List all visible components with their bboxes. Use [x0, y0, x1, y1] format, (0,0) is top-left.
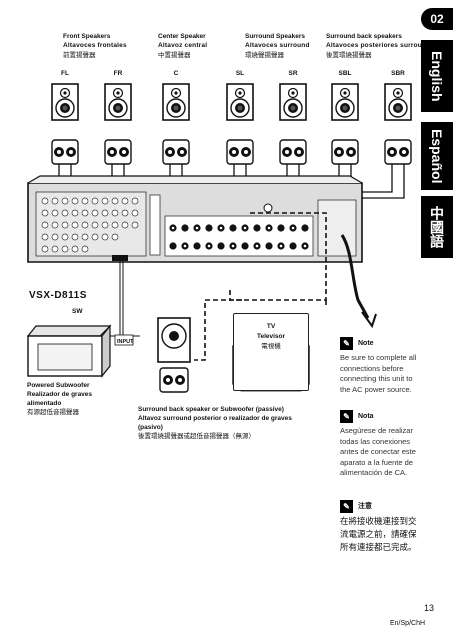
channel-label-c: C — [173, 70, 179, 77]
powered-subwoofer-caption: Powered Subwoofer Realizador de graves a… — [27, 381, 127, 417]
powered-subwoofer-icon — [26, 324, 112, 378]
language-tab-chinese: 中國語 — [421, 196, 453, 258]
tv-label-box: TV Televisor 電視機 — [233, 313, 309, 391]
pencil-icon: ✎ — [340, 337, 353, 350]
surround-back-or-subwoofer-caption: Surround back speaker or Subwoofer (pass… — [138, 405, 308, 441]
pencil-icon: ✎ — [340, 410, 353, 423]
language-tab-espanol: Español — [421, 122, 453, 190]
surround-speakers-zh: 環繞聲揚聲器 — [245, 51, 284, 59]
front-speakers-en: Front Speakers — [63, 33, 111, 40]
center-speaker-label: Center Speaker Altavoz central 中置揚聲器 — [158, 32, 207, 60]
surround-back-speakers-zh: 後置環繞揚聲器 — [326, 51, 372, 59]
subwoofer-tag: SW — [72, 308, 83, 315]
surround-back-speakers-en: Surround back speakers — [326, 33, 402, 40]
surround-speakers-es: Altavoces surround — [245, 42, 310, 50]
front-speakers-label: Front Speakers Altavoces frontales 前置揚聲器 — [63, 32, 127, 60]
center-speaker-en: Center Speaker — [158, 33, 206, 40]
center-speaker-es: Altavoz central — [158, 42, 208, 50]
channel-label-fl: FL — [61, 70, 69, 77]
tv-label-en: TV — [266, 323, 276, 330]
note-title: Nota — [358, 412, 374, 420]
speaker-fr-icon — [104, 83, 132, 165]
speaker-sbr-icon — [384, 83, 412, 165]
note-english: ✎ Note Be sure to complete all connection… — [340, 337, 420, 395]
center-speaker-zh: 中置揚聲器 — [158, 51, 191, 59]
footer-languages: En/Sp/ChH — [390, 620, 426, 627]
powered-subwoofer-zh: 有源超低音揚聲器 — [27, 409, 79, 417]
surround-back-or-subwoofer-speaker-icon — [157, 317, 191, 393]
tv-label-zh: 電視機 — [261, 342, 281, 350]
front-speakers-zh: 前置揚聲器 — [63, 51, 96, 59]
surround-speakers-en: Surround Speakers — [245, 33, 305, 40]
speaker-sbl-icon — [331, 83, 359, 165]
svg-text:INPUT: INPUT — [117, 339, 134, 345]
channel-label-sbl: SBL — [338, 70, 352, 77]
language-tab-english: English — [421, 40, 453, 112]
note-chinese: ✎ 注意 在將接收機連接到交流電源之前，請確保所有連接都已完成。 — [340, 500, 420, 554]
surround-speakers-label: Surround Speakers Altavoces surround 環繞聲… — [245, 32, 310, 60]
surround-back-or-subwoofer-en: Surround back speaker or Subwoofer (pass… — [138, 406, 284, 413]
powered-subwoofer-es: Realizador de graves alimentado — [27, 391, 93, 408]
surround-back-speakers-label: Surround back speakers Altavoces posteri… — [326, 32, 430, 60]
surround-back-speakers-es: Altavoces posteriores surround — [326, 42, 431, 50]
page-number: 13 — [424, 603, 435, 613]
note-spanish: ✎ Nota Asegúrese de realizar todas las co… — [340, 410, 420, 479]
receiver-model-label: VSX-D811S — [29, 290, 87, 301]
surround-back-or-subwoofer-es: Altavoz surround posterior o realizador … — [138, 415, 292, 432]
note-text: 在將接收機連接到交流電源之前，請確保所有連接都已完成。 — [340, 517, 417, 553]
channel-label-sbr: SBR — [391, 70, 405, 77]
note-title: 注意 — [358, 502, 372, 510]
tv-label-es: Televisor — [256, 332, 286, 340]
speaker-sr-icon — [279, 83, 307, 165]
section-number-tab: 02 — [421, 8, 453, 30]
speaker-c-icon — [162, 83, 190, 165]
surround-back-or-subwoofer-zh: 後置環繞揚聲器或超低音揚聲器（無源） — [138, 433, 255, 441]
note-title: Note — [358, 339, 374, 347]
note-text: Be sure to complete all connections befo… — [340, 353, 417, 394]
note-text: Asegúrese de realizar todas las conexion… — [340, 426, 416, 477]
channel-label-fr: FR — [113, 70, 123, 77]
receiver-rear-panel — [27, 175, 363, 263]
pencil-icon: ✎ — [340, 500, 353, 513]
channel-label-sl: SL — [235, 70, 245, 77]
speaker-fl-icon — [51, 83, 79, 165]
speaker-sl-icon — [226, 83, 254, 165]
powered-subwoofer-en: Powered Subwoofer — [27, 382, 90, 389]
channel-label-sr: SR — [288, 70, 298, 77]
front-speakers-es: Altavoces frontales — [63, 42, 127, 50]
